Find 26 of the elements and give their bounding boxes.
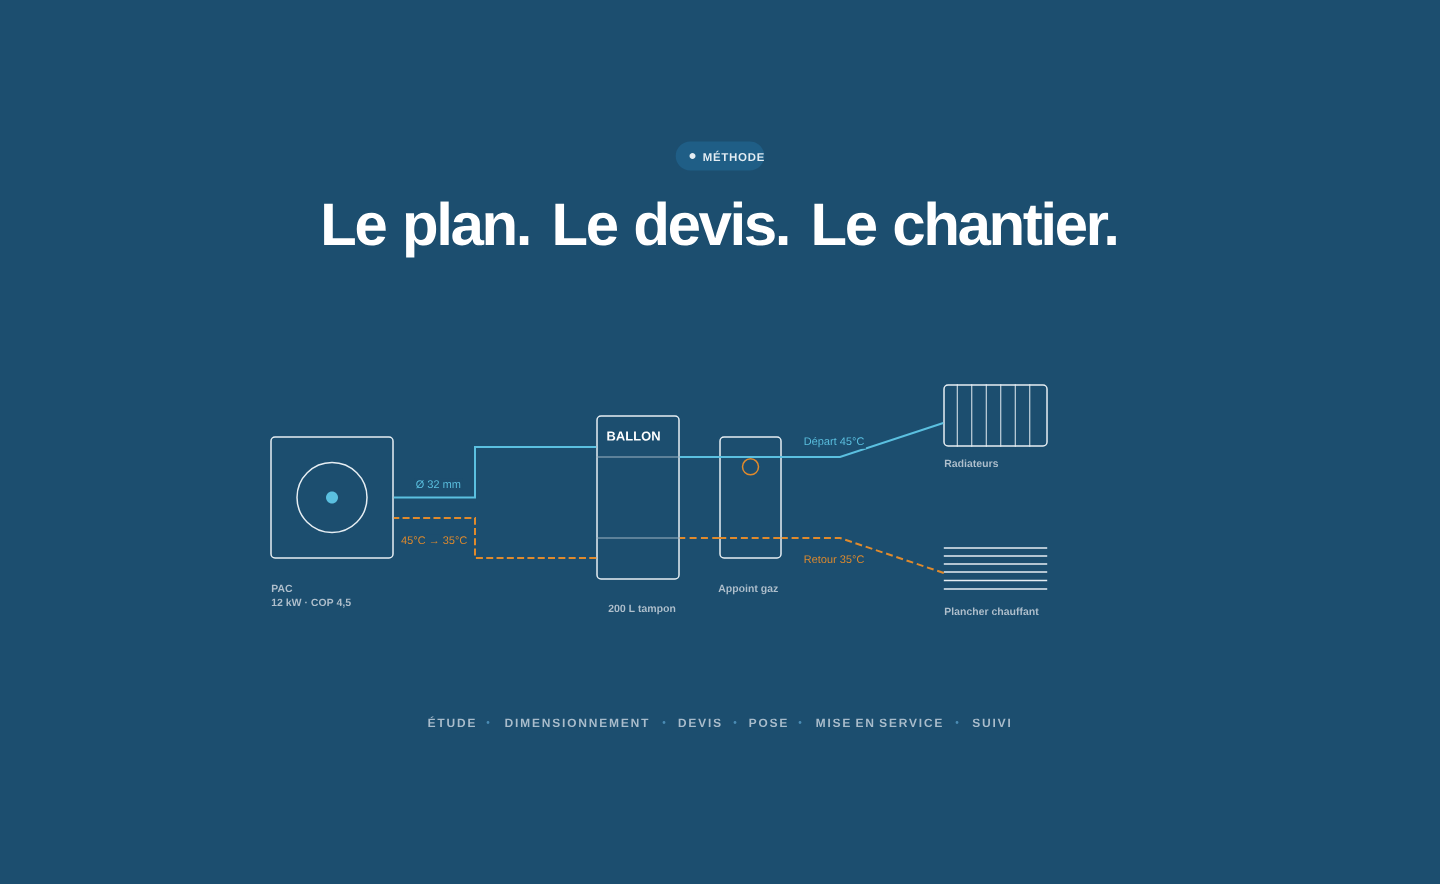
step-label: MISE EN SERVICE bbox=[816, 718, 942, 728]
pipe-line bbox=[678, 537, 721, 539]
pipe-line bbox=[678, 456, 721, 458]
floor-heating-drawing bbox=[943, 547, 1048, 590]
step-label: ÉTUDE bbox=[428, 716, 475, 728]
node-label: Radiateurs bbox=[944, 459, 999, 468]
edge-label: 45°C → 35°C bbox=[399, 534, 469, 546]
node-label: Appoint gaz bbox=[718, 584, 778, 595]
node-label: PAC bbox=[271, 584, 293, 593]
pipe-line bbox=[392, 446, 598, 499]
node-label: Plancher chauffant bbox=[944, 607, 1039, 616]
step-label: SUIVI bbox=[972, 718, 1010, 728]
step-label: POSE bbox=[749, 718, 787, 728]
step-label: DEVIS bbox=[678, 718, 721, 728]
edge-label: Ø 32 mm bbox=[414, 478, 463, 490]
node-label: 12 kW · COP 4,5 bbox=[271, 598, 351, 608]
radiator-drawing bbox=[943, 383, 1048, 448]
pipe-line bbox=[392, 517, 598, 559]
pipe-line bbox=[780, 422, 945, 458]
node-label: 200 L tampon bbox=[608, 604, 676, 615]
edge-label: Retour 35°C bbox=[802, 553, 866, 565]
step-label: DIMENSIONNEMENT bbox=[505, 718, 649, 728]
pipe-line bbox=[780, 537, 945, 574]
tank-box: BALLON bbox=[595, 415, 681, 580]
title: Le plan. Le devis. Le chantier. bbox=[324, 201, 1116, 258]
edge-label: Départ 45°C bbox=[802, 435, 866, 449]
